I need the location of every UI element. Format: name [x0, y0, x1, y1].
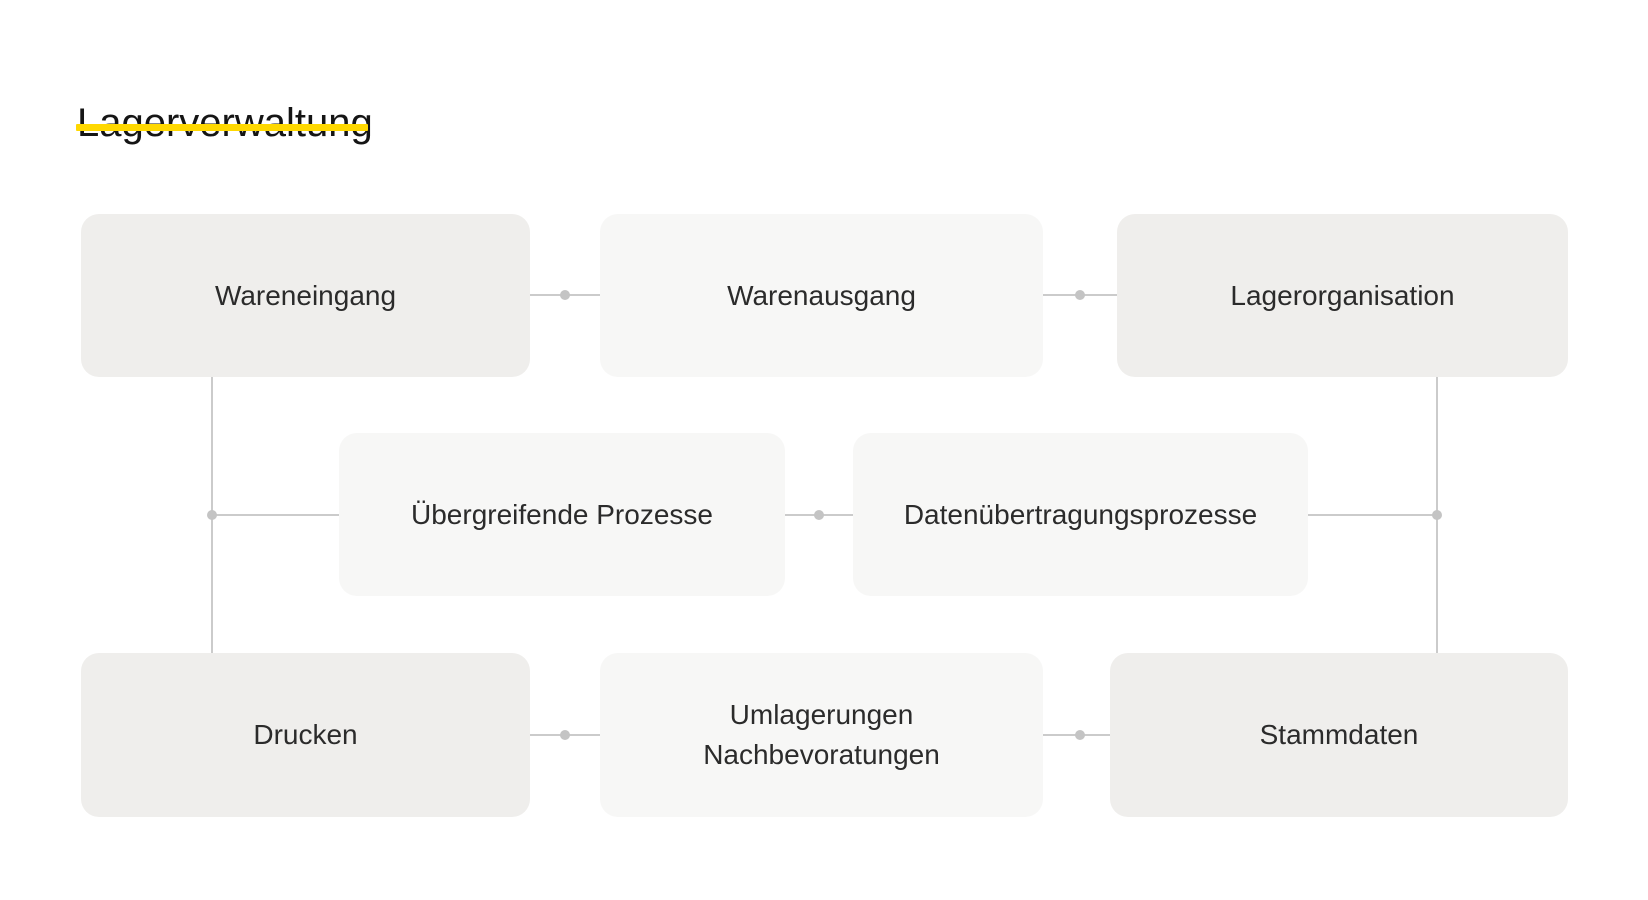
node-label: Übergreifende Prozesse [411, 498, 713, 530]
connector-dot [1432, 510, 1442, 520]
connector-dot [560, 730, 570, 740]
node-stammdaten[interactable]: Stammdaten [1110, 653, 1568, 817]
node-lagerorganisation[interactable]: Lagerorganisation [1117, 214, 1568, 377]
node-datenuebertragungsprozesse[interactable]: Datenübertragungsprozesse [853, 433, 1308, 596]
connector-line-leftrail-uebergreifende [212, 514, 339, 516]
node-umlagerungen-nachbevoratungen[interactable]: Umlagerungen Nachbevoratungen [600, 653, 1043, 817]
node-label: Warenausgang [727, 279, 916, 311]
node-label: Stammdaten [1259, 719, 1419, 750]
node-label: Lagerorganisation [1230, 279, 1455, 311]
title-underline-accent [76, 124, 368, 131]
connector-dot [560, 290, 570, 300]
node-uebergreifende-prozesse[interactable]: Übergreifende Prozesse [339, 433, 785, 596]
node-label: Datenübertragungsprozesse [903, 498, 1258, 530]
node-drucken[interactable]: Drucken [81, 653, 530, 817]
connector-dot [814, 510, 824, 520]
connector-dot [1075, 730, 1085, 740]
node-label: Umlagerungen [729, 699, 914, 730]
connector-dot [207, 510, 217, 520]
connector-dot [1075, 290, 1085, 300]
page-title: Lagerverwaltung [77, 100, 373, 145]
connector-line-datenuebertragung-rightrail [1308, 514, 1437, 516]
node-label-line2: Nachbevoratungen [703, 739, 940, 770]
node-wareneingang[interactable]: Wareneingang [81, 214, 530, 377]
node-label: Drucken [253, 719, 358, 750]
node-label: Wareneingang [214, 279, 397, 311]
node-warenausgang[interactable]: Warenausgang [600, 214, 1043, 377]
